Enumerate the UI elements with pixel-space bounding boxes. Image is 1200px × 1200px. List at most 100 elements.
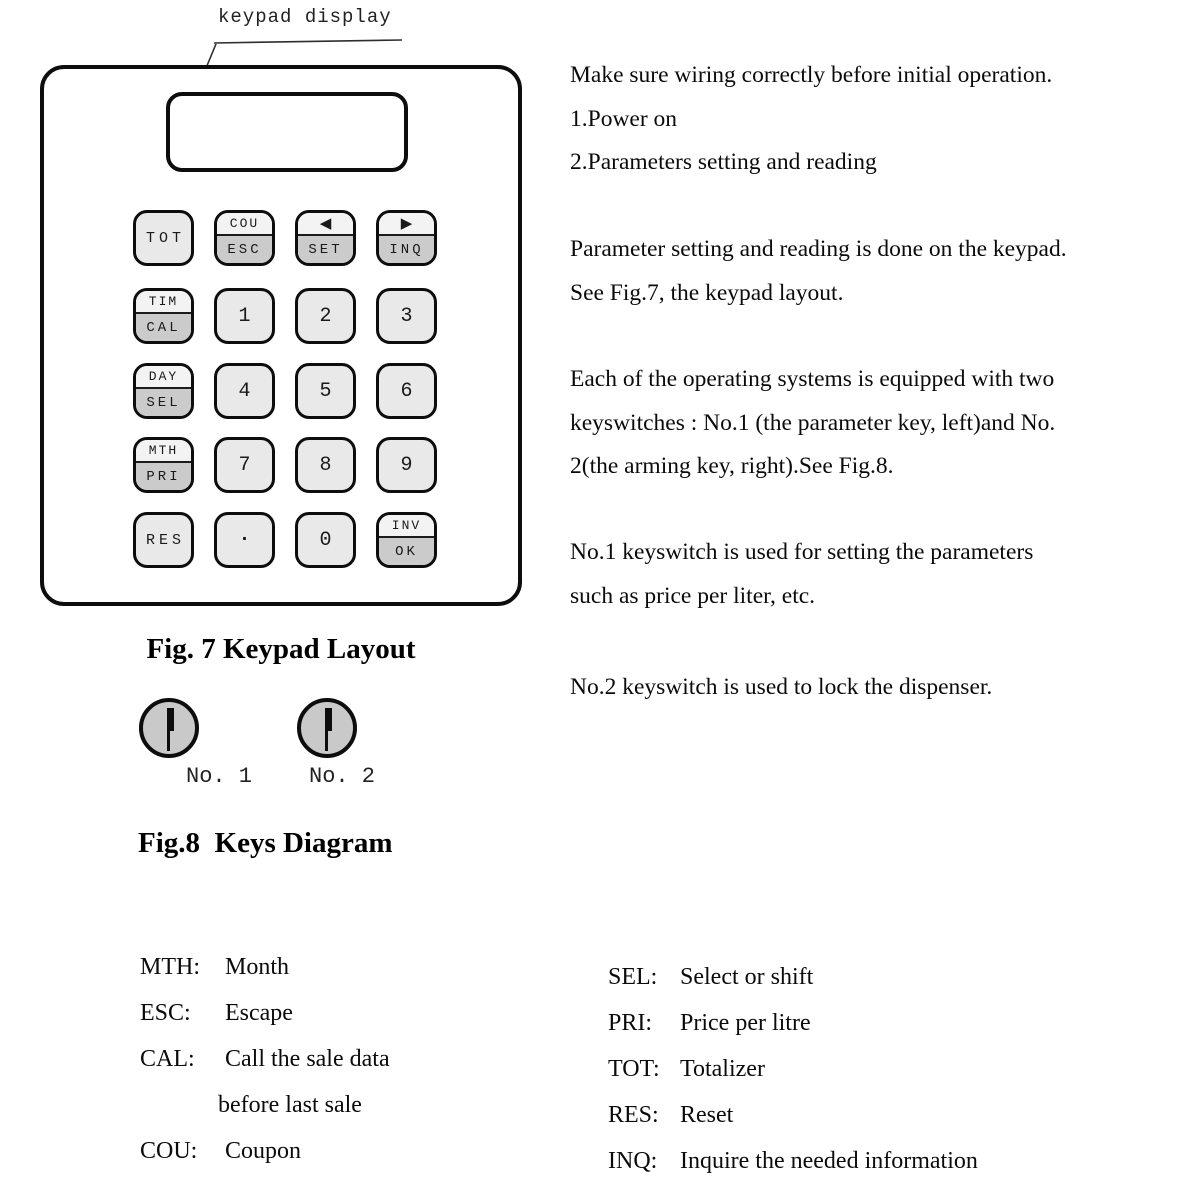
key-label: 0 [319,528,332,552]
keyswitch-no1-icon [139,698,199,758]
text-line: No.2 keyswitch is used to lock the dispe… [570,674,993,700]
key-label: 2 [319,304,332,328]
keyswitch-no2-icon [297,698,357,758]
key-label: RES [145,531,185,549]
text-line: keyswitches : No.1 (the parameter key, l… [570,409,1056,436]
legend-definition-continued: before last sale [218,1092,362,1118]
key-slot-icon [167,708,174,731]
legend-definition: Select or shift [680,964,814,990]
keyswitch-no1-label: No. 1 [186,764,253,789]
legend-term: TOT: [608,1056,660,1082]
key-8: 8 [295,437,356,493]
text-line: See Fig.7, the keypad layout. [570,279,844,306]
key-TOT: TOT [133,210,194,266]
key-5: 5 [295,363,356,419]
key-6: 6 [376,363,437,419]
legend-row: CAL: Call the sale data [140,1036,580,1082]
key-bottom-label: CAL [136,312,191,341]
key-slot-icon [325,708,328,751]
legend-term: CAL: [140,1046,195,1072]
key-7: 7 [214,437,275,493]
text-line: 2(the arming key, right).See Fig.8. [570,453,894,479]
paragraph-4: No.1 keyswitch is used for setting the p… [570,531,1170,618]
legend-row: PRI: Price per litre [608,1000,1168,1046]
key-bottom-label: SET [298,234,353,263]
key-label: 8 [319,453,332,477]
legend-row: ESC:Escape [140,990,580,1036]
key-top-label: DAY [136,366,191,387]
text-line: Make sure wiring correctly before initia… [570,62,1053,88]
keypad-display-callout-label: keypad display [218,6,392,28]
key-DECIMAL: · [214,512,275,568]
key-label: 5 [319,379,332,403]
legend-row: COU: Coupon [140,1128,580,1174]
text-line: 1.Power on [570,105,678,132]
key-bottom-label: ESC [217,234,272,263]
key-top-label: MTH [136,440,191,461]
text-line: Parameter setting and reading is done on… [570,236,1067,262]
legend-definition: Month [225,954,290,980]
keyswitch-no2-label: No. 2 [309,764,376,789]
legend-term: PRI: [608,1010,653,1036]
legend-definition: Totalizer [680,1056,765,1082]
key-top-label: TIM [136,291,191,312]
key-label: 7 [238,453,251,477]
key-9: 9 [376,437,437,493]
key-top-half: ▶ [379,213,434,234]
key-top-label: COU [217,213,272,234]
paragraph-1: Make sure wiring correctly before initia… [570,54,1170,185]
text-line: 2.Parameters setting and reading [570,149,877,175]
key-top-label: INV [379,515,434,536]
keypad-display-window [166,92,408,172]
legend-definition: Inquire the needed information [680,1148,978,1174]
key-4: 4 [214,363,275,419]
key-label: 6 [400,379,413,403]
key-bottom-label: SEL [136,387,191,416]
figure8-caption: Fig.8 Keys Diagram [138,827,393,859]
key-top-half: ◀ [298,213,353,234]
key-slot-icon [325,708,332,731]
legend-term: COU: [140,1138,198,1164]
arrow-left-icon: ◀ [319,214,332,232]
legend-row: INQ: Inquire the needed information [608,1138,1168,1184]
legend-term: MTH: [140,954,200,980]
key-label: 3 [400,304,413,328]
legend-row: TOT: Totalizer [608,1046,1168,1092]
figure7-caption: Fig. 7 Keypad Layout [146,633,416,665]
key-0: 0 [295,512,356,568]
text-line: No.1 keyswitch is used for setting the p… [570,539,1034,565]
legend-definition: Price per litre [680,1010,811,1036]
legend-definition: Coupon [225,1138,302,1164]
legend-row: RES: Reset [608,1092,1168,1138]
key-slot-icon [167,708,170,751]
key-2: 2 [295,288,356,344]
paragraph-3: Each of the operating systems is equippe… [570,358,1170,489]
legend-term: INQ: [608,1148,658,1174]
arrow-right-icon: ▶ [400,214,413,232]
key-RES: RES [133,512,194,568]
key-bottom-label: OK [379,536,434,565]
text-line: Each of the operating systems is equippe… [570,366,1055,392]
key-label: 4 [238,379,251,403]
legend-definition: Reset [680,1102,734,1128]
legend-term: RES: [608,1102,659,1128]
key-bottom-label: PRI [136,461,191,490]
key-label: 1 [238,304,251,328]
paragraph-5: No.2 keyswitch is used to lock the dispe… [570,666,1170,710]
legend-definition: Call the sale data [225,1046,390,1072]
key-RIGHT-INQ: ▶ INQ [376,210,437,266]
legend-row: MTH: Month [140,944,580,990]
text-line: such as price per liter, etc. [570,582,816,609]
key-bottom-label: INQ [379,234,434,263]
decimal-dot-icon: · [238,528,251,551]
key-label: 9 [400,453,413,477]
paragraph-2: Parameter setting and reading is done on… [570,228,1170,315]
key-3: 3 [376,288,437,344]
legend-row: SEL:Select or shift [608,954,1168,1000]
